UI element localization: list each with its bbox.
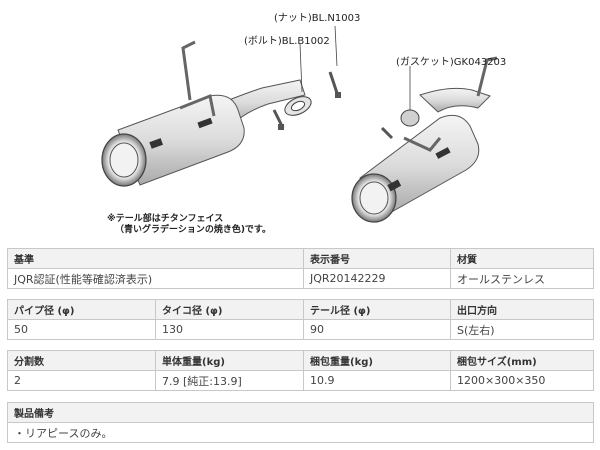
tail-note-line2: （青いグラデーションの焼き色)です。 [115,225,272,235]
value-display-number: JQR20142229 [303,268,451,289]
gasket-label: (ガスケット)GK043203 [396,57,507,68]
header-pipe-diameter: パイプ径 (φ) [7,299,156,320]
left-muffler [101,40,341,187]
value-product-notes: ・リアピースのみ。 [7,422,594,443]
muffler-illustration [101,25,498,223]
right-muffler [351,56,498,223]
header-pieces: 分割数 [7,350,156,371]
value-pipe-diameter: 50 [7,319,156,340]
value-package-size: 1200×300×350 [450,370,594,391]
header-material: 材質 [450,248,594,269]
header-tail-diameter: テール径 (φ) [303,299,451,320]
product-diagram: (ナット)BL.N1003 (ボルト)BL.B1002 (ガスケット)GK043… [101,13,507,235]
header-package-weight: 梱包重量(kg) [303,350,451,371]
value-tail-diameter: 90 [303,319,451,340]
tail-note-line1: ※テール部はチタンフェイス [107,214,224,224]
spec-table-weights: 分割数 単体重量(kg) 梱包重量(kg) 梱包サイズ(mm) 2 7.9 [純… [7,350,594,391]
header-package-size: 梱包サイズ(mm) [450,350,594,371]
header-display-number: 表示番号 [303,248,451,269]
value-unit-weight: 7.9 [純正:13.9] [155,370,304,391]
bolt-label: (ボルト)BL.B1002 [244,36,330,47]
nut-label: (ナット)BL.N1003 [274,13,361,24]
header-standard: 基準 [7,248,304,269]
value-exit-direction: S(左右) [450,319,594,340]
spec-table-notes: 製品備考 ・リアピースのみ。 [7,402,594,443]
header-product-notes: 製品備考 [7,402,594,423]
header-exit-direction: 出口方向 [450,299,594,320]
spec-table-standard: 基準 表示番号 材質 JQR認証(性能等確認済表示) JQR20142229 オ… [7,248,594,289]
value-material: オールステンレス [450,268,594,289]
value-standard: JQR認証(性能等確認済表示) [7,268,304,289]
header-silencer-diameter: タイコ径 (φ) [155,299,304,320]
value-package-weight: 10.9 [303,370,451,391]
header-unit-weight: 単体重量(kg) [155,350,304,371]
spec-table-dimensions: パイプ径 (φ) タイコ径 (φ) テール径 (φ) 出口方向 50 130 9… [7,299,594,340]
value-pieces: 2 [7,370,156,391]
value-silencer-diameter: 130 [155,319,304,340]
